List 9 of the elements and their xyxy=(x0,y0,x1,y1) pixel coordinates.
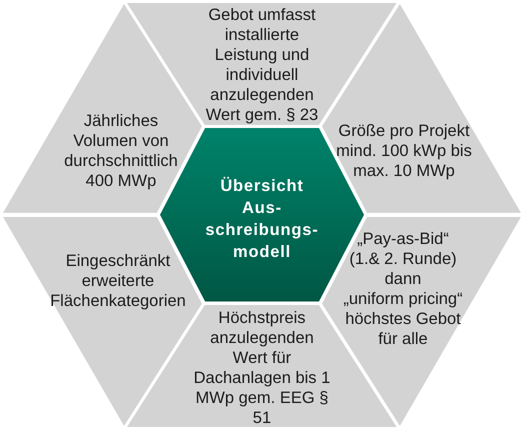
segment-text: Jährliches Volumen von durchschnittlich 400 MWp xyxy=(64,110,178,191)
hexagon-segment xyxy=(322,4,521,214)
segment-text: Gebot umfasst installierte Leistung und individuell anzulegenden Wert gem. § 23 xyxy=(206,5,318,125)
segment-text: Höchstpreis anzulegenden Wert für Dachanlagen bis 1 MWp gem. EEG § 51 xyxy=(194,308,330,428)
segment-text: Eingeschränkt erweiterte Flächenkategorien xyxy=(50,251,186,311)
hexagon-segment xyxy=(3,4,202,214)
hub-title: Übersicht Aus- schreibungs- modell xyxy=(205,176,319,262)
segment-text: Größe pro Projekt mind. 100 kWp bis max. 10 MWp xyxy=(336,121,472,182)
segment-text: „Pay-as-Bid“ (1.& 2. Runde) dann „uniform pricing“ höchstes Gebot für alle xyxy=(343,229,463,349)
